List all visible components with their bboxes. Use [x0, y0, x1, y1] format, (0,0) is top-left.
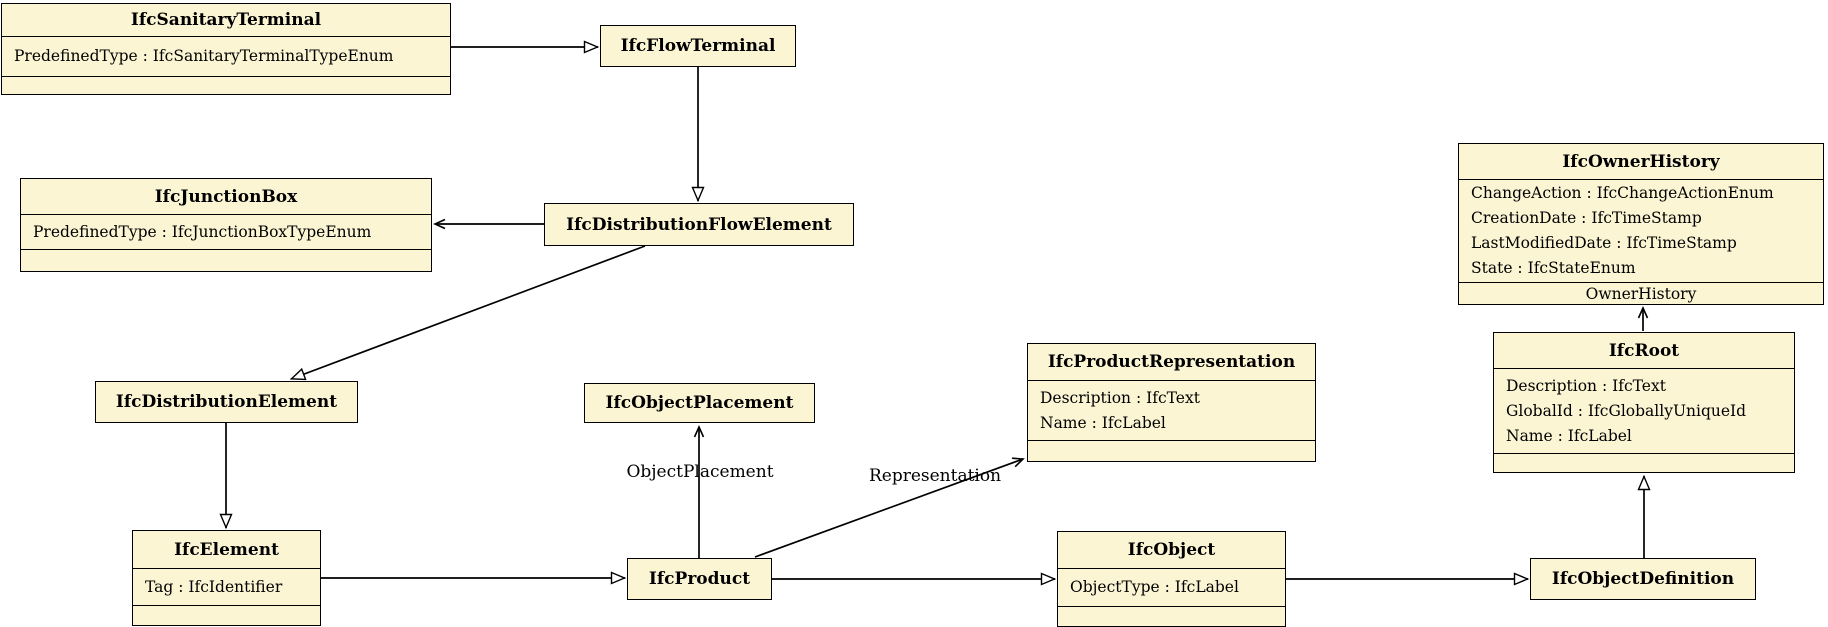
class-attributes: Description : IfcText Name : IfcLabel — [1028, 380, 1315, 440]
class-attribute: Name : IfcLabel — [1040, 413, 1166, 432]
class-attribute: LastModifiedDate : IfcTimeStamp — [1471, 234, 1737, 252]
class-box-ifc-object: IfcObject ObjectType : IfcLabel — [1057, 531, 1286, 627]
class-role-label: OwnerHistory — [1459, 282, 1823, 304]
class-attribute: Tag : IfcIdentifier — [145, 577, 283, 596]
class-box-ifc-junction-box: IfcJunctionBox PredefinedType : IfcJunct… — [20, 178, 432, 272]
class-attribute: CreationDate : IfcTimeStamp — [1471, 209, 1702, 227]
edge-ifcdistributionflowelement-to-ifcdistributionelement — [291, 245, 646, 379]
class-box-ifc-sanitary-terminal: IfcSanitaryTerminal PredefinedType : Ifc… — [1, 3, 451, 95]
class-attributes: ObjectType : IfcLabel — [1058, 568, 1285, 606]
class-name: IfcRoot — [1608, 340, 1680, 361]
class-operations-empty — [2, 76, 450, 94]
class-attribute: PredefinedType : IfcSanitaryTerminalType… — [14, 47, 394, 65]
class-name: IfcJunctionBox — [154, 186, 298, 207]
class-operations-empty — [1058, 606, 1285, 626]
association-label-object-placement: ObjectPlacement — [626, 462, 774, 482]
class-attribute: GlobalId : IfcGloballyUniqueId — [1506, 401, 1747, 420]
class-attributes: ChangeAction : IfcChangeActionEnum Creat… — [1459, 179, 1823, 282]
class-operations-empty — [21, 249, 431, 271]
class-box-ifc-distribution-element: IfcDistributionElement — [95, 381, 358, 423]
class-attributes: Description : IfcText GlobalId : IfcGlob… — [1494, 368, 1794, 453]
class-box-ifc-object-definition: IfcObjectDefinition — [1530, 558, 1756, 600]
class-operations-empty — [1494, 453, 1794, 472]
class-box-ifc-root: IfcRoot Description : IfcText GlobalId :… — [1493, 332, 1795, 473]
class-attribute: Name : IfcLabel — [1506, 426, 1632, 445]
class-operations-empty — [1028, 440, 1315, 461]
class-box-ifc-object-placement: IfcObjectPlacement — [584, 383, 815, 423]
class-box-ifc-product: IfcProduct — [627, 558, 772, 600]
class-attributes: PredefinedType : IfcJunctionBoxTypeEnum — [21, 214, 431, 249]
class-box-ifc-distribution-flow-element: IfcDistributionFlowElement — [544, 203, 854, 246]
class-name: IfcOwnerHistory — [1562, 151, 1720, 172]
class-name: IfcSanitaryTerminal — [130, 10, 322, 30]
class-name: IfcDistributionFlowElement — [566, 214, 832, 235]
edge-ifcproduct-to-ifcproductrepresentation — [754, 457, 1025, 558]
class-box-ifc-product-representation: IfcProductRepresentation Description : I… — [1027, 343, 1316, 462]
class-attribute: State : IfcStateEnum — [1471, 259, 1636, 277]
class-attributes: Tag : IfcIdentifier — [133, 568, 320, 605]
class-name: IfcFlowTerminal — [620, 36, 776, 56]
class-attribute: ObjectType : IfcLabel — [1070, 578, 1239, 596]
class-name: IfcDistributionElement — [115, 392, 338, 412]
class-operations-empty — [133, 605, 320, 625]
class-name: IfcProductRepresentation — [1047, 352, 1296, 372]
class-name: IfcElement — [174, 539, 279, 560]
class-attributes: PredefinedType : IfcSanitaryTerminalType… — [2, 36, 450, 76]
class-name: IfcProduct — [648, 569, 751, 589]
association-label-representation: Representation — [868, 466, 1002, 486]
class-box-ifc-owner-history: IfcOwnerHistory ChangeAction : IfcChange… — [1458, 143, 1824, 305]
class-box-ifc-element: IfcElement Tag : IfcIdentifier — [132, 530, 321, 626]
class-attribute: ChangeAction : IfcChangeActionEnum — [1471, 184, 1774, 202]
class-attribute: Description : IfcText — [1506, 376, 1666, 395]
class-name: IfcObject — [1127, 540, 1216, 560]
class-box-ifc-flow-terminal: IfcFlowTerminal — [600, 25, 796, 67]
class-name: IfcObjectDefinition — [1551, 569, 1735, 589]
class-attribute: PredefinedType : IfcJunctionBoxTypeEnum — [33, 222, 372, 241]
class-attribute: Description : IfcText — [1040, 388, 1200, 407]
class-name: IfcObjectPlacement — [605, 393, 794, 413]
